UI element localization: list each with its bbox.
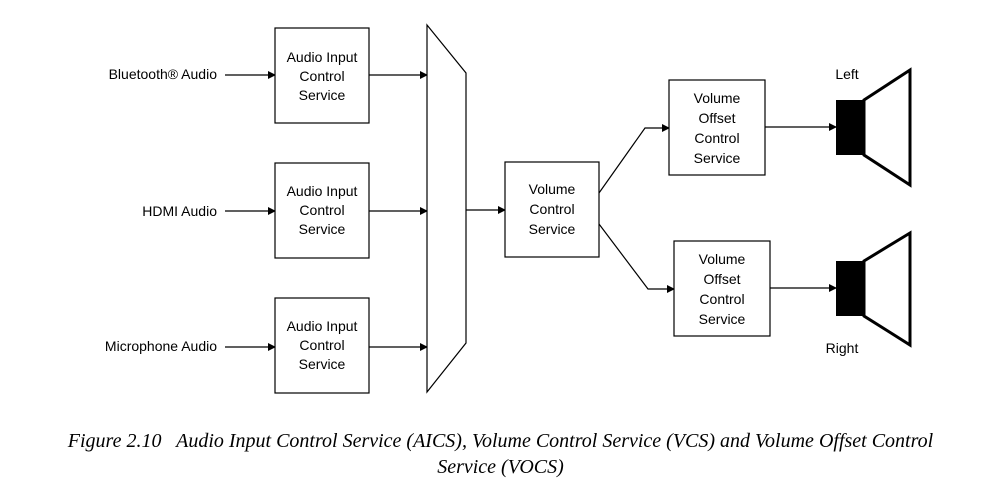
vocs-left-line-1: Volume <box>694 90 741 106</box>
aics-3-line-2: Control <box>299 337 344 353</box>
speaker-left-icon <box>836 67 912 188</box>
figure-caption: Figure 2.10 Audio Input Control Service … <box>0 428 1001 480</box>
vcs-line-1: Volume <box>529 181 576 197</box>
aics-box-1: Audio Input Control Service <box>274 27 370 124</box>
vcs-line-2: Control <box>529 201 574 217</box>
vocs-box-right: Volume Offset Control Service <box>673 240 771 337</box>
aics-1-line-2: Control <box>299 68 344 84</box>
input-label-bluetooth: Bluetooth® Audio <box>109 66 218 82</box>
caption-line-1: Figure 2.10 Audio Input Control Service … <box>67 430 934 452</box>
vocs-right-line-4: Service <box>699 311 746 327</box>
vocs-left-line-4: Service <box>694 150 741 166</box>
vocs-box-left: Volume Offset Control Service <box>668 79 766 176</box>
speaker-label-left: Left <box>835 66 858 82</box>
input-label-hdmi: HDMI Audio <box>142 203 217 219</box>
input-label-microphone: Microphone Audio <box>105 338 217 354</box>
aics-2-line-1: Audio Input <box>287 183 358 199</box>
speaker-label-right: Right <box>826 340 859 356</box>
arrow-vcs-to-vocs-right <box>598 223 675 293</box>
caption-line-2: Service (VOCS) <box>437 456 564 478</box>
aics-2-line-2: Control <box>299 202 344 218</box>
arrow-vcs-to-vocs-left <box>598 124 670 194</box>
vcs-box: Volume Control Service <box>504 161 600 258</box>
aics-1-line-1: Audio Input <box>287 49 358 65</box>
aics-box-2: Audio Input Control Service <box>274 162 370 259</box>
multiplexer-shape <box>426 23 467 394</box>
aics-box-3: Audio Input Control Service <box>274 297 370 394</box>
vocs-right-line-1: Volume <box>699 251 746 267</box>
vocs-left-line-2: Offset <box>698 110 735 126</box>
vocs-left-line-3: Control <box>694 130 739 146</box>
aics-2-line-3: Service <box>299 221 346 237</box>
aics-3-line-1: Audio Input <box>287 318 358 334</box>
vocs-right-line-3: Control <box>699 291 744 307</box>
speaker-right-icon <box>836 230 912 348</box>
vcs-line-3: Service <box>529 221 576 237</box>
aics-3-line-3: Service <box>299 356 346 372</box>
vocs-right-line-2: Offset <box>703 271 740 287</box>
aics-1-line-3: Service <box>299 87 346 103</box>
